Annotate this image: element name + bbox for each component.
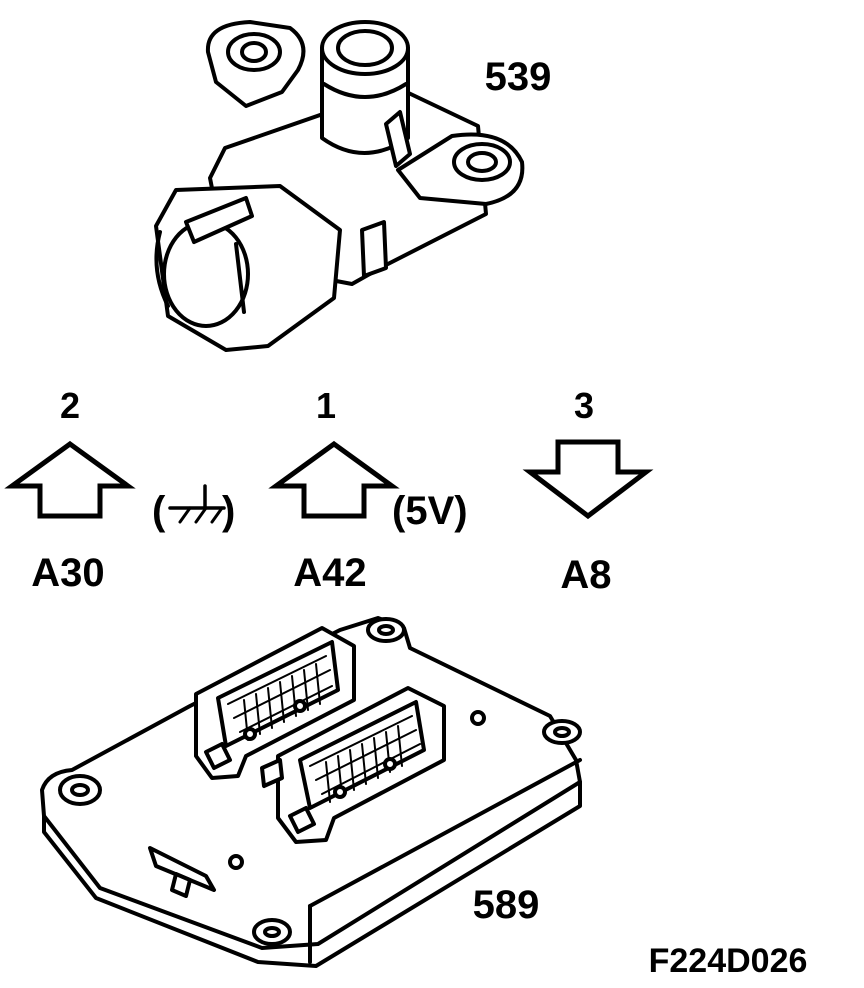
control-module-part-number: 589 [473,883,540,927]
pin-note: (5V) [392,489,468,533]
pin-note-close: ) [222,489,235,533]
arrow-up-icon [268,440,400,519]
pin-1-connection: 1 (5V) A42 [268,385,468,595]
terminal-label: A42 [293,551,366,595]
terminal-label: A30 [31,551,104,595]
pin-number: 2 [60,385,80,426]
sensor-part-number: 539 [485,55,552,99]
terminal-label: A8 [560,553,611,597]
figure-code: F224D026 [649,942,808,980]
ground-icon [168,484,226,524]
arrow-down-icon [522,439,654,520]
pin-number: 1 [316,385,336,426]
sensor-illustration [154,20,525,352]
pin-note-open: ( [152,489,166,533]
control-module-illustration [40,616,582,968]
pin-number: 3 [574,385,594,426]
arrow-up-icon [4,440,136,519]
pin-3-connection: 3 A8 [522,385,654,597]
pin-2-connection: 2 ( ) A30 [4,385,235,595]
